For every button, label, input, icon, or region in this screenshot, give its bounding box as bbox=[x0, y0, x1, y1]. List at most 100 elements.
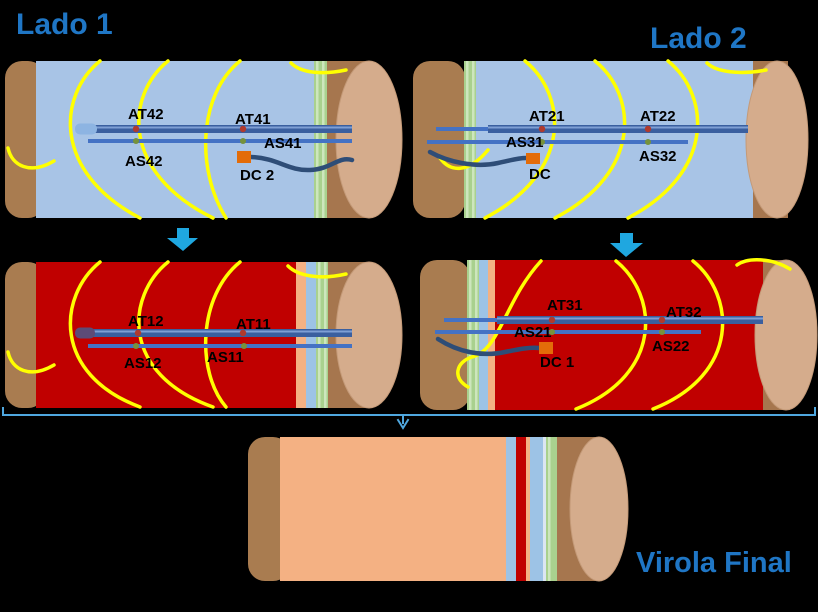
shell-left-cap bbox=[420, 260, 470, 410]
weld-stripe-highlight bbox=[548, 437, 551, 581]
weld-stripe-highlight bbox=[475, 260, 478, 410]
label-as12: AS12 bbox=[124, 355, 162, 372]
sensor-dot-as32 bbox=[645, 139, 651, 145]
thermocouple-wire bbox=[68, 260, 142, 409]
label-dc2: DC 2 bbox=[240, 167, 275, 184]
dc-sensor-box bbox=[237, 151, 251, 163]
sensor-dot-at41 bbox=[239, 125, 247, 133]
down-arrow-left bbox=[167, 228, 198, 251]
sensor-tube-highlight bbox=[80, 126, 352, 129]
sensor-line-bottom bbox=[435, 330, 701, 334]
stripe-blue bbox=[506, 437, 516, 581]
title-virola-final: Virola Final bbox=[636, 547, 792, 579]
shell-left-cap bbox=[5, 61, 45, 218]
thermocouple-wire bbox=[6, 146, 56, 170]
label-as32: AS32 bbox=[639, 148, 677, 165]
cylinder-top-left bbox=[5, 59, 403, 220]
label-at42: AT42 bbox=[128, 106, 164, 123]
weld-stripe-green bbox=[464, 61, 477, 218]
thermocouple-wire bbox=[438, 148, 490, 171]
tube-end-cap bbox=[75, 123, 97, 135]
shell-end-face bbox=[745, 60, 809, 219]
dc-cable bbox=[427, 149, 529, 168]
thermocouple-wire bbox=[735, 258, 792, 271]
label-as11: AS11 bbox=[207, 349, 244, 366]
sensor-line-bottom bbox=[88, 139, 352, 143]
cylinder-final bbox=[248, 436, 629, 582]
sensor-tube-top bbox=[80, 329, 352, 337]
sensor-dot-as11 bbox=[241, 343, 247, 349]
thermocouple-wire bbox=[203, 59, 242, 220]
sensor-dot-as41 bbox=[240, 138, 246, 144]
weld-stripe-highlight bbox=[472, 61, 475, 218]
stripe-pale bbox=[543, 437, 546, 581]
weld-stripe-highlight bbox=[466, 61, 469, 218]
label-at31: AT31 bbox=[547, 297, 583, 314]
label-at32: AT32 bbox=[666, 304, 702, 321]
sensor-tube-highlight bbox=[497, 317, 763, 320]
label-as41: AS41 bbox=[264, 135, 302, 152]
merge-bracket bbox=[2, 407, 816, 430]
label-at12: AT12 bbox=[128, 313, 164, 330]
weld-stripe-green bbox=[546, 437, 557, 581]
stripe-blue bbox=[530, 437, 543, 581]
label-at41: AT41 bbox=[235, 111, 271, 128]
shell-end-face bbox=[754, 259, 818, 411]
weld-stripe-highlight bbox=[469, 260, 472, 410]
bracket-arrowhead bbox=[396, 418, 410, 430]
tube-end-cap bbox=[75, 327, 95, 339]
shell-left-cap bbox=[248, 437, 290, 581]
shell-left-cap bbox=[413, 61, 465, 218]
shell-end-face bbox=[569, 436, 629, 582]
shell-body bbox=[495, 260, 763, 410]
thermocouple-wire bbox=[574, 259, 648, 411]
thermocouple-wire bbox=[286, 264, 348, 279]
label-dc: DC bbox=[529, 166, 551, 183]
sensor-dot-at21 bbox=[538, 125, 546, 133]
title-lado-1: Lado 1 bbox=[16, 8, 113, 41]
label-as31: AS31 bbox=[506, 134, 544, 151]
sensor-tube-highlight bbox=[488, 126, 748, 129]
label-as22: AS22 bbox=[652, 338, 690, 355]
sensor-tube-top bbox=[497, 316, 763, 324]
stripe-peach bbox=[488, 260, 497, 410]
thermocouple-wire bbox=[553, 59, 627, 220]
stripe-peach-sliver bbox=[526, 437, 530, 581]
sensor-dot-at11 bbox=[239, 329, 247, 337]
dc-sensor-box bbox=[539, 342, 553, 354]
thermocouple-wire bbox=[6, 350, 56, 374]
sensor-dot-as31 bbox=[539, 139, 545, 145]
label-at21: AT21 bbox=[529, 108, 565, 125]
thermocouple-wire bbox=[483, 59, 557, 220]
label-dc1: DC 1 bbox=[540, 354, 575, 371]
thermocouple-wire bbox=[289, 61, 348, 75]
label-as21: AS21 bbox=[514, 324, 552, 341]
thermocouple-wire bbox=[68, 59, 142, 220]
dc-cable bbox=[248, 154, 355, 173]
sensor-dot-at31 bbox=[548, 316, 556, 324]
label-at22: AT22 bbox=[640, 108, 676, 125]
sensor-dot-at32 bbox=[658, 316, 666, 324]
sensor-dot-at42 bbox=[132, 125, 140, 133]
sensor-dot-as21 bbox=[549, 329, 555, 335]
sensor-tube-extension bbox=[436, 127, 490, 131]
sensor-line-bottom bbox=[427, 140, 688, 144]
cylinder-bottom-left bbox=[5, 260, 403, 409]
cylinder-top-right bbox=[413, 59, 809, 220]
title-lado-2: Lado 2 bbox=[650, 22, 747, 55]
sensor-dot-as42 bbox=[133, 138, 139, 144]
shell-body bbox=[280, 437, 506, 581]
thermocouple-wire bbox=[137, 59, 215, 220]
stripe-red bbox=[516, 437, 526, 581]
sensor-tube-top bbox=[488, 125, 748, 133]
sensor-tube-extension bbox=[444, 318, 500, 322]
sensor-dot-at22 bbox=[644, 125, 652, 133]
stripe-blue bbox=[479, 260, 488, 410]
sensor-dot-at12 bbox=[134, 329, 142, 337]
sensor-tube-highlight bbox=[80, 330, 352, 333]
bracket-line bbox=[2, 407, 816, 416]
sensor-dot-as22 bbox=[659, 329, 665, 335]
sensor-line-bottom bbox=[88, 344, 352, 348]
